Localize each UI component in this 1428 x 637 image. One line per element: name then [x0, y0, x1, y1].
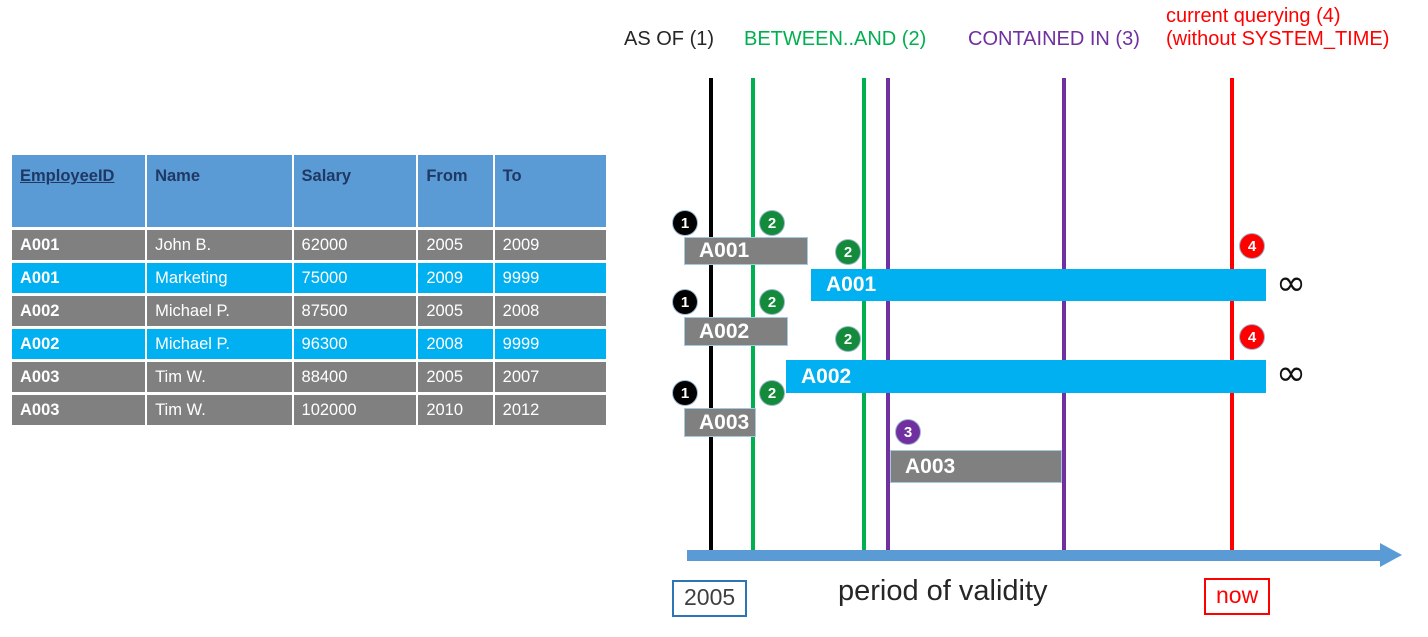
table-row: A003 Tim W. 102000 2010 2012: [12, 395, 606, 425]
column-header-salary: Salary: [293, 155, 417, 227]
record-bar-a003-historic-2: A003: [890, 450, 1062, 483]
query-line-now: [1230, 78, 1234, 558]
cell-employeeid: A003: [12, 362, 146, 392]
cell-from: 2009: [418, 263, 493, 293]
column-header-employeeid: EmployeeID: [12, 155, 146, 227]
badge-4-a002: 4: [1240, 325, 1264, 349]
cell-from: 2005: [418, 296, 493, 326]
cell-to: 2012: [494, 395, 606, 425]
cell-salary: 87500: [293, 296, 417, 326]
record-bar-a002-historic: A002: [684, 317, 788, 346]
column-header-employeeid-label: EmployeeID: [20, 167, 115, 185]
cell-to: 9999: [494, 263, 606, 293]
record-bar-a003-historic-1: A003: [684, 408, 756, 437]
badge-2-a002-end: 2: [836, 327, 860, 351]
cell-employeeid: A001: [12, 263, 146, 293]
cell-from: 2010: [418, 395, 493, 425]
cell-name: Michael P.: [147, 329, 292, 359]
table-row: A002 Michael P. 87500 2005 2008: [12, 296, 606, 326]
cell-to: 9999: [494, 329, 606, 359]
cell-salary: 75000: [293, 263, 417, 293]
cell-name: Tim W.: [147, 362, 292, 392]
cell-salary: 62000: [293, 230, 417, 260]
cell-name: Marketing: [147, 263, 292, 293]
axis-now-label: now: [1204, 578, 1271, 615]
table-row: A001 John B. 62000 2005 2009: [12, 230, 606, 260]
badge-2-a001-end: 2: [836, 240, 860, 264]
table-row: A002 Michael P. 96300 2008 9999: [12, 329, 606, 359]
cell-name: Tim W.: [147, 395, 292, 425]
record-bar-a001-current: A001: [811, 269, 1266, 301]
cell-employeeid: A002: [12, 329, 146, 359]
legend-current-querying-line1: current querying (4): [1166, 5, 1341, 27]
table-row: A001 Marketing 75000 2009 9999: [12, 263, 606, 293]
timeline-arrow-icon: [1380, 543, 1402, 567]
cell-salary: 88400: [293, 362, 417, 392]
column-header-from: From: [418, 155, 493, 227]
employee-history-table: EmployeeID Name Salary From To A001 John…: [10, 152, 608, 428]
table-header-row: EmployeeID Name Salary From To: [12, 155, 606, 227]
query-line-contained-start: [886, 78, 890, 558]
column-header-name: Name: [147, 155, 292, 227]
cell-to: 2008: [494, 296, 606, 326]
cell-employeeid: A003: [12, 395, 146, 425]
cell-employeeid: A001: [12, 230, 146, 260]
badge-1-a001: 1: [673, 211, 697, 235]
cell-to: 2007: [494, 362, 606, 392]
cell-employeeid: A002: [12, 296, 146, 326]
legend-contained-in: CONTAINED IN (3): [968, 28, 1140, 50]
badge-2-a003: 2: [760, 381, 784, 405]
timeline-axis: [687, 550, 1387, 561]
table-header: EmployeeID Name Salary From To: [12, 155, 606, 227]
infinity-icon: ∞: [1276, 353, 1306, 394]
cell-from: 2008: [418, 329, 493, 359]
badge-2-a002-start: 2: [760, 290, 784, 314]
cell-from: 2005: [418, 230, 493, 260]
axis-caption: period of validity: [838, 575, 1048, 607]
table-row: A003 Tim W. 88400 2005 2007: [12, 362, 606, 392]
badge-2-a001-start: 2: [760, 211, 784, 235]
legend-as-of: AS OF (1): [624, 28, 715, 50]
column-header-to: To: [494, 155, 606, 227]
cell-name: Michael P.: [147, 296, 292, 326]
record-bar-a002-current: A002: [786, 360, 1266, 393]
cell-name: John B.: [147, 230, 292, 260]
badge-1-a003: 1: [673, 381, 697, 405]
axis-start-label: 2005: [672, 580, 748, 617]
cell-to: 2009: [494, 230, 606, 260]
legend-between-and: BETWEEN..AND (2): [744, 28, 927, 50]
legend-current-querying-line2: (without SYSTEM_TIME): [1166, 28, 1390, 50]
table-body: A001 John B. 62000 2005 2009 A001 Market…: [12, 230, 606, 425]
badge-4-a001: 4: [1240, 234, 1264, 258]
legend-current-querying: current querying (4) (without SYSTEM_TIM…: [1166, 5, 1389, 51]
cell-salary: 96300: [293, 329, 417, 359]
record-bar-a001-historic: A001: [684, 237, 808, 265]
cell-salary: 102000: [293, 395, 417, 425]
query-line-contained-end: [1062, 78, 1066, 558]
query-line-between-end: [862, 78, 866, 558]
cell-from: 2005: [418, 362, 493, 392]
infinity-icon: ∞: [1276, 263, 1306, 304]
badge-1-a002: 1: [673, 290, 697, 314]
badge-3-a003: 3: [896, 420, 920, 444]
